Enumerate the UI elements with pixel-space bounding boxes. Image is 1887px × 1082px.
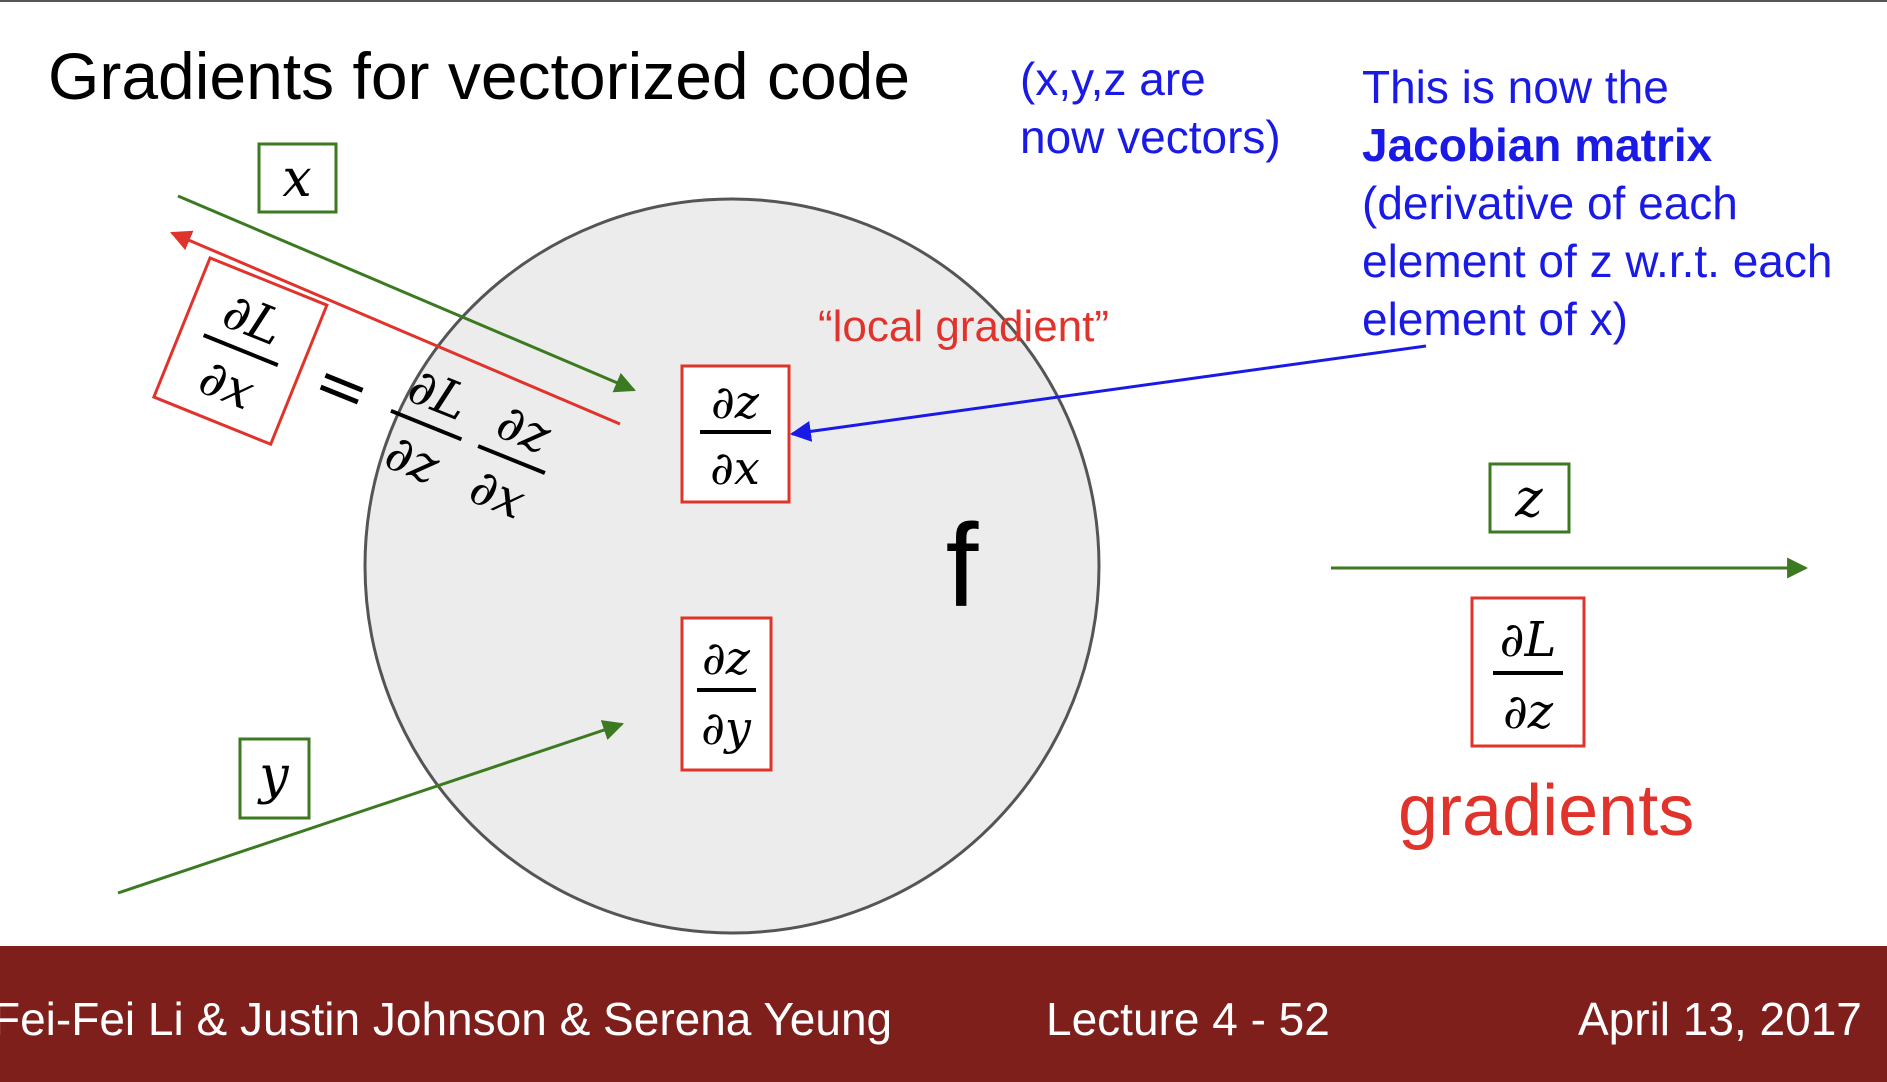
fraction-numerator: ∂z xyxy=(711,375,760,429)
note-jacobian-line: element of x) xyxy=(1362,293,1628,345)
y-variable-box xyxy=(238,737,311,820)
equals-sign: = xyxy=(303,343,380,432)
footer-date: April 13, 2017 xyxy=(1578,993,1862,1045)
computational-graph: f x y z ∂z ∂x ∂z ∂y xyxy=(117,142,1809,935)
note-vectors-line: now vectors) xyxy=(1020,111,1281,163)
x-variable-box xyxy=(257,142,338,214)
z-variable-box xyxy=(1488,462,1571,534)
local-gradient-dz-dx: ∂z ∂x xyxy=(680,364,791,504)
x-gradient-edge xyxy=(170,230,621,426)
top-border xyxy=(0,0,1887,2)
x-variable: x xyxy=(282,149,311,209)
jacobian-pointer-arrow xyxy=(789,344,1427,442)
fraction-denominator: ∂z xyxy=(1503,684,1554,740)
slide-title: Gradients for vectorized code xyxy=(48,39,911,113)
footer-bar: Fei-Fei Li & Justin Johnson & Serena Yeu… xyxy=(0,946,1887,1082)
note-jacobian-line: This is now the xyxy=(1362,61,1669,113)
note-jacobian-line: (derivative of each xyxy=(1362,177,1738,229)
downstream-gradient-dL-dx: ∂L ∂x xyxy=(151,255,329,447)
footer-authors: Fei-Fei Li & Justin Johnson & Serena Yeu… xyxy=(0,993,893,1045)
footer-lecture: Lecture 4 - 52 xyxy=(1046,993,1330,1045)
fraction-numerator: ∂L xyxy=(1500,612,1557,668)
note-vectors: (x,y,z are now vectors) xyxy=(1020,50,1281,166)
z-variable: z xyxy=(1514,469,1543,529)
fraction-numerator: ∂z xyxy=(702,631,751,685)
node-label: f xyxy=(946,500,979,632)
y-input-edge xyxy=(117,720,624,895)
y-variable: y xyxy=(257,746,289,806)
note-jacobian-bold-line: Jacobian matrix xyxy=(1362,116,1832,174)
local-gradient-dz-dy: ∂z ∂y xyxy=(680,616,773,772)
note-vectors-line: (x,y,z are xyxy=(1020,53,1206,105)
note-jacobian-line: element of z w.r.t. each xyxy=(1362,235,1833,287)
gradients-label: gradients xyxy=(1398,771,1695,851)
note-jacobian: This is now the Jacobian matrix (derivat… xyxy=(1362,58,1832,348)
x-input-edge xyxy=(177,194,636,393)
fraction-denominator: ∂y xyxy=(701,701,752,755)
jacobian-term: Jacobian matrix xyxy=(1362,119,1713,171)
upstream-gradient-dL-dz: ∂L ∂z xyxy=(1470,596,1586,748)
local-gradient-label: “local gradient” xyxy=(818,302,1110,351)
fraction-denominator: ∂x xyxy=(710,441,760,495)
